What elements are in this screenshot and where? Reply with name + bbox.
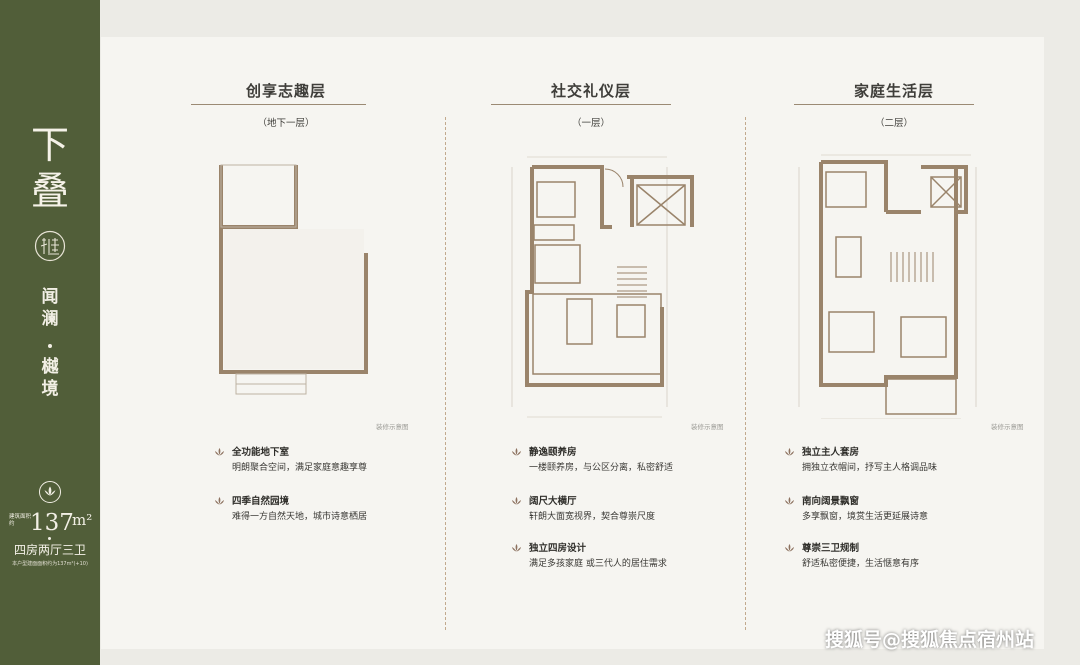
sidebar-title-line1: 下 bbox=[30, 123, 69, 167]
plan-caption: 装修示意图 bbox=[691, 423, 724, 431]
feature-title: 静逸颐养房 bbox=[529, 447, 577, 458]
feature-title: 全功能地下室 bbox=[232, 447, 290, 458]
feature-desc: 一楼颐养房，与公区分离，私密舒适 bbox=[529, 463, 674, 473]
area-unit: m² bbox=[72, 511, 93, 529]
area-label: 建筑面积约 bbox=[9, 514, 32, 527]
title-rule bbox=[794, 104, 974, 105]
lotus-icon bbox=[39, 481, 61, 503]
column-divider bbox=[745, 117, 746, 630]
area-note: 本户型建面面积约为137m²(+10) bbox=[12, 561, 88, 567]
floor-title-ground: 社交礼仪层 bbox=[550, 82, 631, 100]
feature-title: 阔尺大横厅 bbox=[529, 496, 577, 507]
floor-level-ground: （一层） bbox=[571, 118, 610, 129]
project-name-part1: 闻澜 bbox=[41, 287, 59, 329]
lotus-icon bbox=[512, 448, 521, 456]
area-value: 137 bbox=[30, 510, 74, 536]
feature-title: 独立四房设计 bbox=[529, 543, 587, 554]
feature-desc: 满足多孩家庭 或三代人的居住需求 bbox=[529, 559, 667, 569]
lotus-icon bbox=[512, 497, 521, 505]
column-divider bbox=[445, 117, 446, 630]
lotus-icon bbox=[785, 497, 794, 505]
lotus-icon bbox=[215, 448, 224, 456]
lotus-icon bbox=[785, 544, 794, 552]
lotus-icon bbox=[512, 544, 521, 552]
floor-level-second: （二层） bbox=[874, 118, 913, 129]
feature-desc: 舒适私密便捷，生活惬意有序 bbox=[802, 559, 920, 569]
watermark: 搜狐号@搜狐焦点宿州站 bbox=[825, 629, 1035, 651]
feature-title: 独立主人套房 bbox=[802, 447, 860, 458]
feature-title: 四季自然园境 bbox=[232, 496, 290, 507]
floor-plan-basement bbox=[176, 137, 416, 419]
floor-title-basement: 创享志趣层 bbox=[245, 82, 326, 100]
floor-plan-ground bbox=[497, 137, 737, 419]
sidebar-title-line2: 叠 bbox=[30, 169, 69, 213]
sidebar: 下 叠 闻澜 樾境 建筑面积约 137 m² 四房两厅三卫 本户型建面面积约为1… bbox=[0, 0, 100, 665]
feature-desc: 多享飘窗，境赏生活更延展诗意 bbox=[802, 512, 929, 522]
floor-title-second: 家庭生活层 bbox=[853, 82, 934, 100]
feature-title: 尊崇三卫规制 bbox=[802, 543, 860, 554]
feature-title: 南向阔景飘窗 bbox=[802, 496, 860, 507]
plan-caption: 装修示意图 bbox=[376, 423, 409, 431]
feature-desc: 难得一方自然天地，城市诗意栖居 bbox=[232, 512, 368, 522]
project-name-part2: 樾境 bbox=[41, 357, 59, 399]
feature-desc: 拥独立衣帽间，抒写主人格调品味 bbox=[802, 463, 938, 473]
tree-seal-icon bbox=[34, 230, 66, 262]
lotus-icon bbox=[215, 497, 224, 505]
feature-desc: 明朗聚合空间，满足家庭意趣享尊 bbox=[232, 463, 368, 473]
plan-caption: 装修示意图 bbox=[991, 423, 1024, 431]
main-panel: 创享志趣层 （地下一层） 社交礼仪层 （一层） 家庭生活层 （二层） bbox=[101, 37, 1044, 649]
name-separator-dot bbox=[48, 344, 52, 348]
title-rule bbox=[191, 104, 366, 105]
layout-type: 四房两厅三卫 bbox=[13, 543, 86, 557]
floor-level-basement: （地下一层） bbox=[257, 118, 315, 129]
area-dot bbox=[48, 537, 51, 540]
lotus-icon bbox=[785, 448, 794, 456]
feature-desc: 轩朗大面宽视界，契合尊崇尺度 bbox=[529, 512, 656, 522]
title-rule bbox=[491, 104, 671, 105]
floor-plan-second bbox=[791, 137, 1031, 420]
